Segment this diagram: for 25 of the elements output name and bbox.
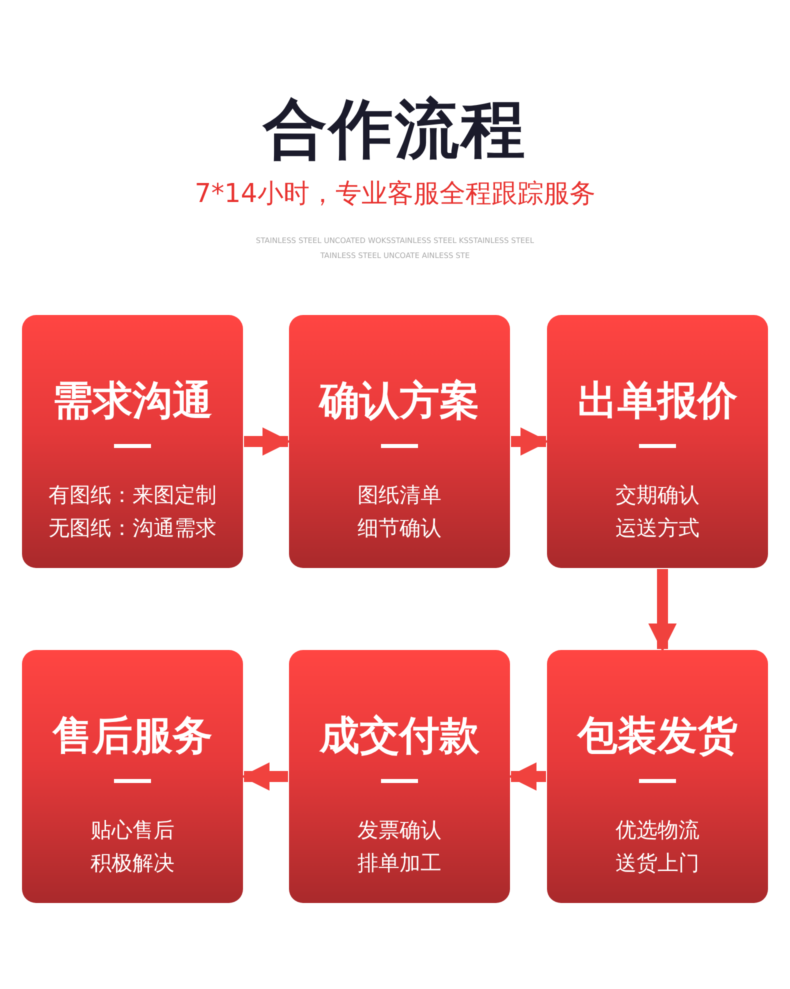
step-title: 确认方案 (318, 377, 480, 425)
subtitle: 7*14小时，专业客服全程跟踪服务 (194, 178, 596, 211)
step-card (289, 315, 510, 568)
step-title: 成交付款 (318, 712, 480, 760)
arrow (508, 762, 546, 791)
step-description: 图纸清单细节确认 (356, 482, 442, 542)
step-title: 包装发货 (576, 712, 738, 760)
step-card (547, 650, 768, 903)
arrow (511, 427, 549, 456)
step-description: 交期确认运送方式 (614, 482, 700, 542)
step-card (289, 650, 510, 903)
arrow (648, 569, 677, 652)
step-description: 有图纸：来图定制无图纸：沟通需求 (47, 482, 218, 542)
title: 合作流程 (261, 92, 528, 169)
step-card (22, 315, 243, 568)
step-description: 发票确认排单加工 (356, 817, 442, 877)
arrow (244, 427, 291, 456)
step-title: 出单报价 (576, 377, 738, 425)
step-title: 需求沟通 (52, 377, 214, 425)
arrow (241, 762, 288, 791)
step-title: 售后服务 (51, 712, 214, 760)
step-description: 贴心售后积极解决 (89, 817, 176, 877)
step-card (547, 315, 768, 568)
step-description: 优选物流送货上门 (614, 817, 700, 877)
step-card (22, 650, 243, 903)
